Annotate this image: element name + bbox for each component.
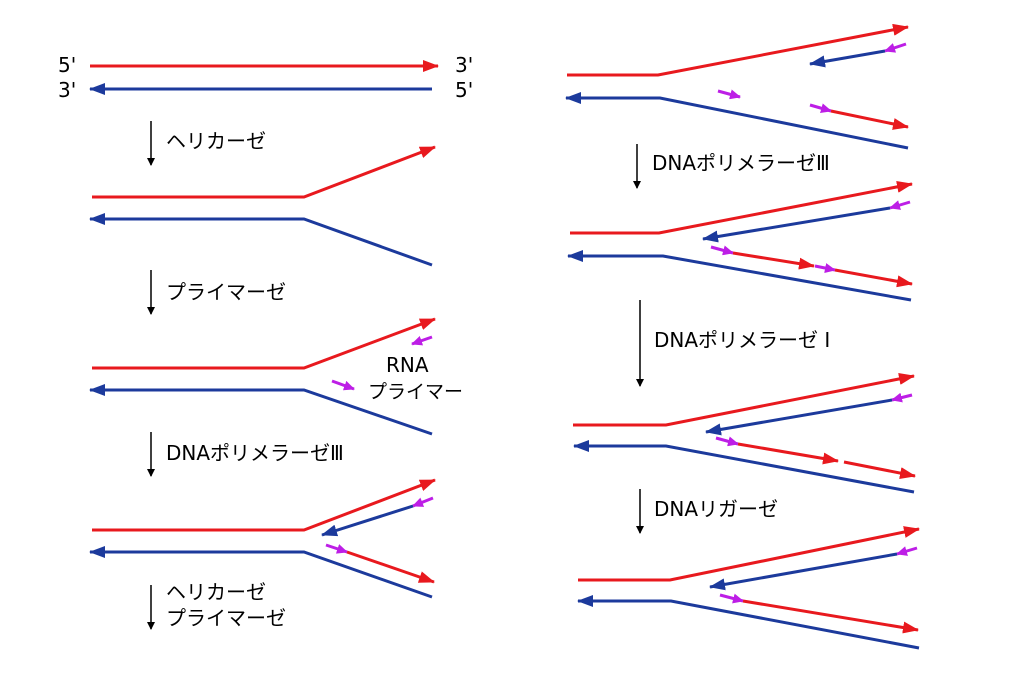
top-strand (92, 317, 436, 370)
rna-primer (331, 379, 355, 391)
rna-primer (411, 335, 433, 346)
new-strand (702, 206, 891, 243)
rna-primer (891, 392, 913, 403)
bottom-strand (577, 595, 920, 650)
step-label-pol1: DNAポリメラーゼ Ⅰ (654, 328, 831, 352)
rna-primer (884, 42, 907, 53)
rna-primer (889, 200, 911, 210)
new-strand (737, 442, 839, 465)
new-strand (321, 504, 414, 537)
new-strand (834, 268, 913, 288)
step-label-primase-2: プライマーゼ (166, 606, 286, 630)
rna-primer-label-line2: プライマー (368, 381, 464, 403)
top-strand (570, 180, 913, 235)
bottom-strand (89, 213, 433, 267)
rna-primer (710, 245, 734, 256)
panel-primase (89, 317, 436, 436)
new-strand (843, 460, 916, 479)
panel-pol3-left (89, 478, 436, 599)
bottom-strand (565, 92, 909, 150)
rna-primer (814, 263, 836, 273)
rna-primer (896, 546, 918, 556)
panel-right-3 (573, 373, 916, 494)
top-strand (573, 373, 915, 427)
step-label-pol3: DNAポリメラーゼⅢ (652, 151, 830, 175)
step-label-helicase: ヘリカーゼ (166, 129, 266, 153)
step-label-helicase-2: ヘリカーゼ (166, 580, 266, 604)
bottom-strand (573, 440, 915, 494)
new-strand (742, 599, 919, 634)
new-strand (732, 251, 815, 270)
bottom-strand (89, 384, 433, 436)
rna-primer (719, 593, 744, 604)
rna-primer (717, 89, 741, 100)
rna-primer (809, 103, 832, 114)
new-strand (346, 550, 435, 584)
new-strand (830, 109, 909, 130)
panel-helicase (89, 145, 436, 267)
end-label-bottom-left: 3' (58, 78, 77, 102)
rna-primer (715, 436, 739, 447)
rna-primer-label-line1: RNA (386, 353, 429, 377)
panel-right-1 (565, 23, 909, 150)
rna-primer (325, 543, 348, 554)
panel-duplex (89, 60, 439, 95)
new-strand (809, 49, 886, 68)
top-strand (578, 526, 920, 582)
top-strand (92, 145, 436, 199)
end-label-bottom-right: 5' (455, 78, 474, 102)
panel-right-2 (567, 180, 913, 302)
rna-primer (412, 496, 434, 508)
top-strand (567, 23, 909, 77)
step-label-pol3: DNAポリメラーゼⅢ (166, 441, 344, 465)
bottom-strand (89, 546, 433, 599)
new-strand (705, 398, 893, 436)
step-label-primase: プライマーゼ (166, 280, 286, 304)
bottom-strand (567, 250, 912, 302)
panel-right-4 (577, 526, 920, 650)
step-label-ligase: DNAリガーゼ (654, 497, 779, 521)
end-label-top-right: 3' (455, 53, 474, 77)
top-strand (92, 478, 436, 532)
new-strand (709, 552, 898, 591)
end-label-top-left: 5' (58, 53, 77, 77)
